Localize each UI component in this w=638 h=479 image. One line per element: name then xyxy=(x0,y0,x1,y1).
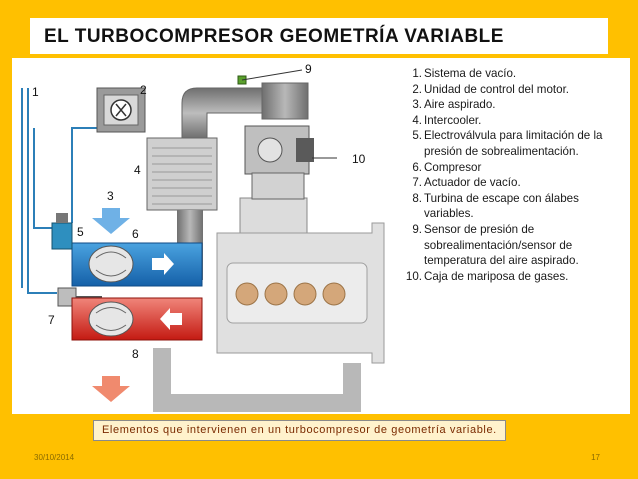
legend-item-text: Actuador de vacío. xyxy=(424,176,521,190)
legend-item-number: 5. xyxy=(412,129,422,143)
legend-list: 1.Sistema de vacío.2.Unidad de control d… xyxy=(405,66,603,284)
legend-item: 7.Actuador de vacío. xyxy=(405,175,603,191)
legend-item-number: 2. xyxy=(412,82,422,96)
air-flow-arrow-icon xyxy=(152,253,174,275)
throttle-body xyxy=(237,75,314,200)
legend-item: 10.Caja de mariposa de gases. xyxy=(405,269,603,285)
legend-item-number: 9. xyxy=(412,222,422,236)
turbo-diagram: 1 2 3 4 5 6 7 8 9 10 xyxy=(21,62,385,412)
legend-item-number: 7. xyxy=(412,176,422,190)
callout-10: 10 xyxy=(352,152,366,166)
legend-item-text: Intercooler. xyxy=(424,113,482,127)
diagram-panel: 1 2 3 4 5 6 7 8 9 10 xyxy=(12,58,630,414)
callout-1: 1 xyxy=(32,85,39,99)
exhaust-out-arrow-icon xyxy=(92,376,130,402)
callout-8: 8 xyxy=(132,347,139,361)
intake-air-arrow-icon xyxy=(92,208,130,234)
figure-caption: Elementos que intervienen en un turbocom… xyxy=(93,420,506,441)
callout-6: 6 xyxy=(132,227,139,241)
callout-2: 2 xyxy=(140,83,147,97)
engine-block xyxy=(153,222,385,412)
callout-5: 5 xyxy=(77,225,84,239)
legend-item-text: Unidad de control del motor. xyxy=(424,82,570,96)
callout-4: 4 xyxy=(134,163,141,177)
legend-item-text: Electroválvula para limitación de la pre… xyxy=(424,129,603,158)
legend-item-number: 10. xyxy=(405,269,422,283)
exhaust-flow-arrow-icon xyxy=(160,308,182,330)
legend-item-number: 6. xyxy=(412,160,422,174)
turbine xyxy=(71,297,203,402)
legend-item-text: Turbina de escape con álabes variables. xyxy=(424,191,579,221)
slide-title: EL TURBOCOMPRESOR GEOMETRÍA VARIABLE xyxy=(44,26,504,47)
legend-item: 2.Unidad de control del motor. xyxy=(405,82,603,98)
title-band xyxy=(30,18,608,54)
legend-item-text: Sensor de presión de sobrealimentación/s… xyxy=(424,222,579,268)
legend-item: 8.Turbina de escape con álabes variables… xyxy=(405,191,603,222)
electrovalve xyxy=(51,213,73,250)
callouts: 1 2 3 4 5 6 7 8 9 10 xyxy=(32,62,366,361)
legend-item: 5.Electroválvula para limitación de la p… xyxy=(405,128,603,159)
legend-item-number: 3. xyxy=(412,98,422,112)
legend-item: 3.Aire aspirado. xyxy=(405,97,603,113)
callout-7: 7 xyxy=(48,313,55,327)
legend-item-text: Sistema de vacío. xyxy=(424,67,517,80)
leader-lines xyxy=(241,69,337,159)
legend-item-text: Caja de mariposa de gases. xyxy=(424,269,569,283)
callout-9: 9 xyxy=(305,62,312,76)
compressor xyxy=(71,208,203,287)
footer-date: 30/10/2014 xyxy=(34,453,75,462)
legend-item-text: Aire aspirado. xyxy=(424,98,496,112)
page-number: 17 xyxy=(591,453,600,462)
legend-item: 6.Compresor xyxy=(405,160,603,176)
legend-item: 9.Sensor de presión de sobrealimentación… xyxy=(405,222,603,269)
vacuum-system xyxy=(21,88,97,294)
legend-item: 4.Intercooler. xyxy=(405,113,603,129)
legend-item-text: Compresor xyxy=(424,160,482,174)
ecu-unit xyxy=(96,87,146,133)
intercooler xyxy=(146,137,218,211)
legend-item: 1.Sistema de vacío. xyxy=(405,66,603,82)
legend-item-number: 1. xyxy=(412,67,422,80)
legend-item-number: 4. xyxy=(412,113,422,127)
legend-item-number: 8. xyxy=(412,191,422,205)
callout-3: 3 xyxy=(107,189,114,203)
